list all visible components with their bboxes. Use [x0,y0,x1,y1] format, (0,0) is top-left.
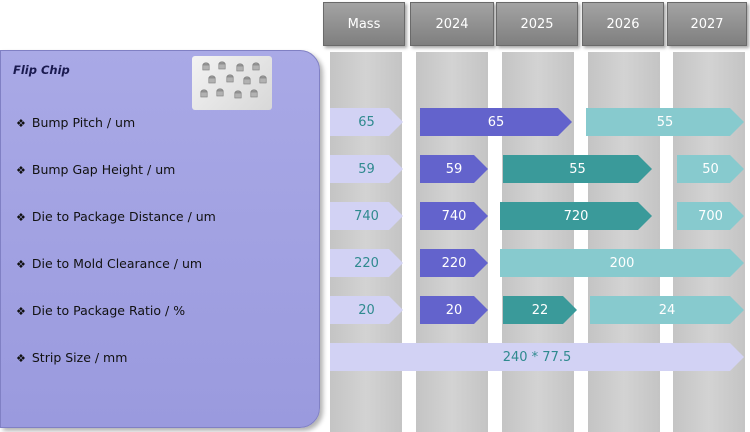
bar-bump-pitch-2024-2025: 65 [420,108,572,136]
column-header-2027: 2027 [667,2,747,46]
bar-bump-gap-height-mass: 59 [330,155,403,183]
bar-die-to-mold-clearance-2025-2027: 200 [500,249,744,277]
bar-die-to-package-ratio-2024: 20 [420,296,488,324]
bullet-icon: ❖ [16,211,26,224]
bar-bump-gap-height-2027: 50 [677,155,744,183]
row-label-die-to-mold-clearance: ❖ Die to Mold Clearance / um [16,256,202,271]
bar-bump-gap-height-2024: 59 [420,155,488,183]
bar-strip-size-all-years: 240 * 77.5 [330,343,744,371]
bar-die-to-package-distance-mass: 740 [330,202,403,230]
bullet-icon: ❖ [16,352,26,365]
bar-die-to-package-distance-2027: 700 [677,202,744,230]
bar-die-to-package-ratio-2025: 22 [503,296,577,324]
panel-title: Flip Chip [13,63,70,77]
row-label-text: Die to Mold Clearance / um [31,256,203,271]
row-label-text: Strip Size / mm [31,350,128,365]
bullet-icon: ❖ [16,164,26,177]
bar-die-to-package-distance-2025-2026: 720 [500,202,652,230]
column-header-2024: 2024 [410,2,494,46]
row-label-text: Die to Package Distance / um [31,209,216,224]
row-label-text: Bump Gap Height / um [31,162,176,177]
bar-die-to-package-distance-2024: 740 [420,202,488,230]
bar-die-to-package-ratio-2026-2027: 24 [590,296,744,324]
bar-die-to-mold-clearance-mass: 220 [330,249,403,277]
bar-bump-gap-height-2025-2026: 55 [503,155,652,183]
row-label-strip-size: ❖ Strip Size / mm [16,350,127,365]
bar-bump-pitch-mass: 65 [330,108,403,136]
column-header-2025: 2025 [496,2,578,46]
bar-die-to-package-ratio-mass: 20 [330,296,403,324]
row-label-die-to-package-distance: ❖ Die to Package Distance / um [16,209,216,224]
bar-bump-pitch-2026-2027: 55 [586,108,744,136]
flip-chip-bump-array-image [192,56,272,110]
parameter-panel [0,50,320,428]
row-label-die-to-package-ratio: ❖ Die to Package Ratio / % [16,303,185,318]
bullet-icon: ❖ [16,305,26,318]
bullet-icon: ❖ [16,117,26,130]
bar-die-to-mold-clearance-2024: 220 [420,249,488,277]
row-label-bump-pitch: ❖ Bump Pitch / um [16,115,135,130]
row-label-text: Bump Pitch / um [31,115,136,130]
bump-array-icon [200,61,267,99]
column-header-2026: 2026 [582,2,664,46]
bullet-icon: ❖ [16,258,26,271]
row-label-bump-gap-height: ❖ Bump Gap Height / um [16,162,175,177]
row-label-text: Die to Package Ratio / % [31,303,186,318]
column-header-mass: Mass [323,2,405,46]
